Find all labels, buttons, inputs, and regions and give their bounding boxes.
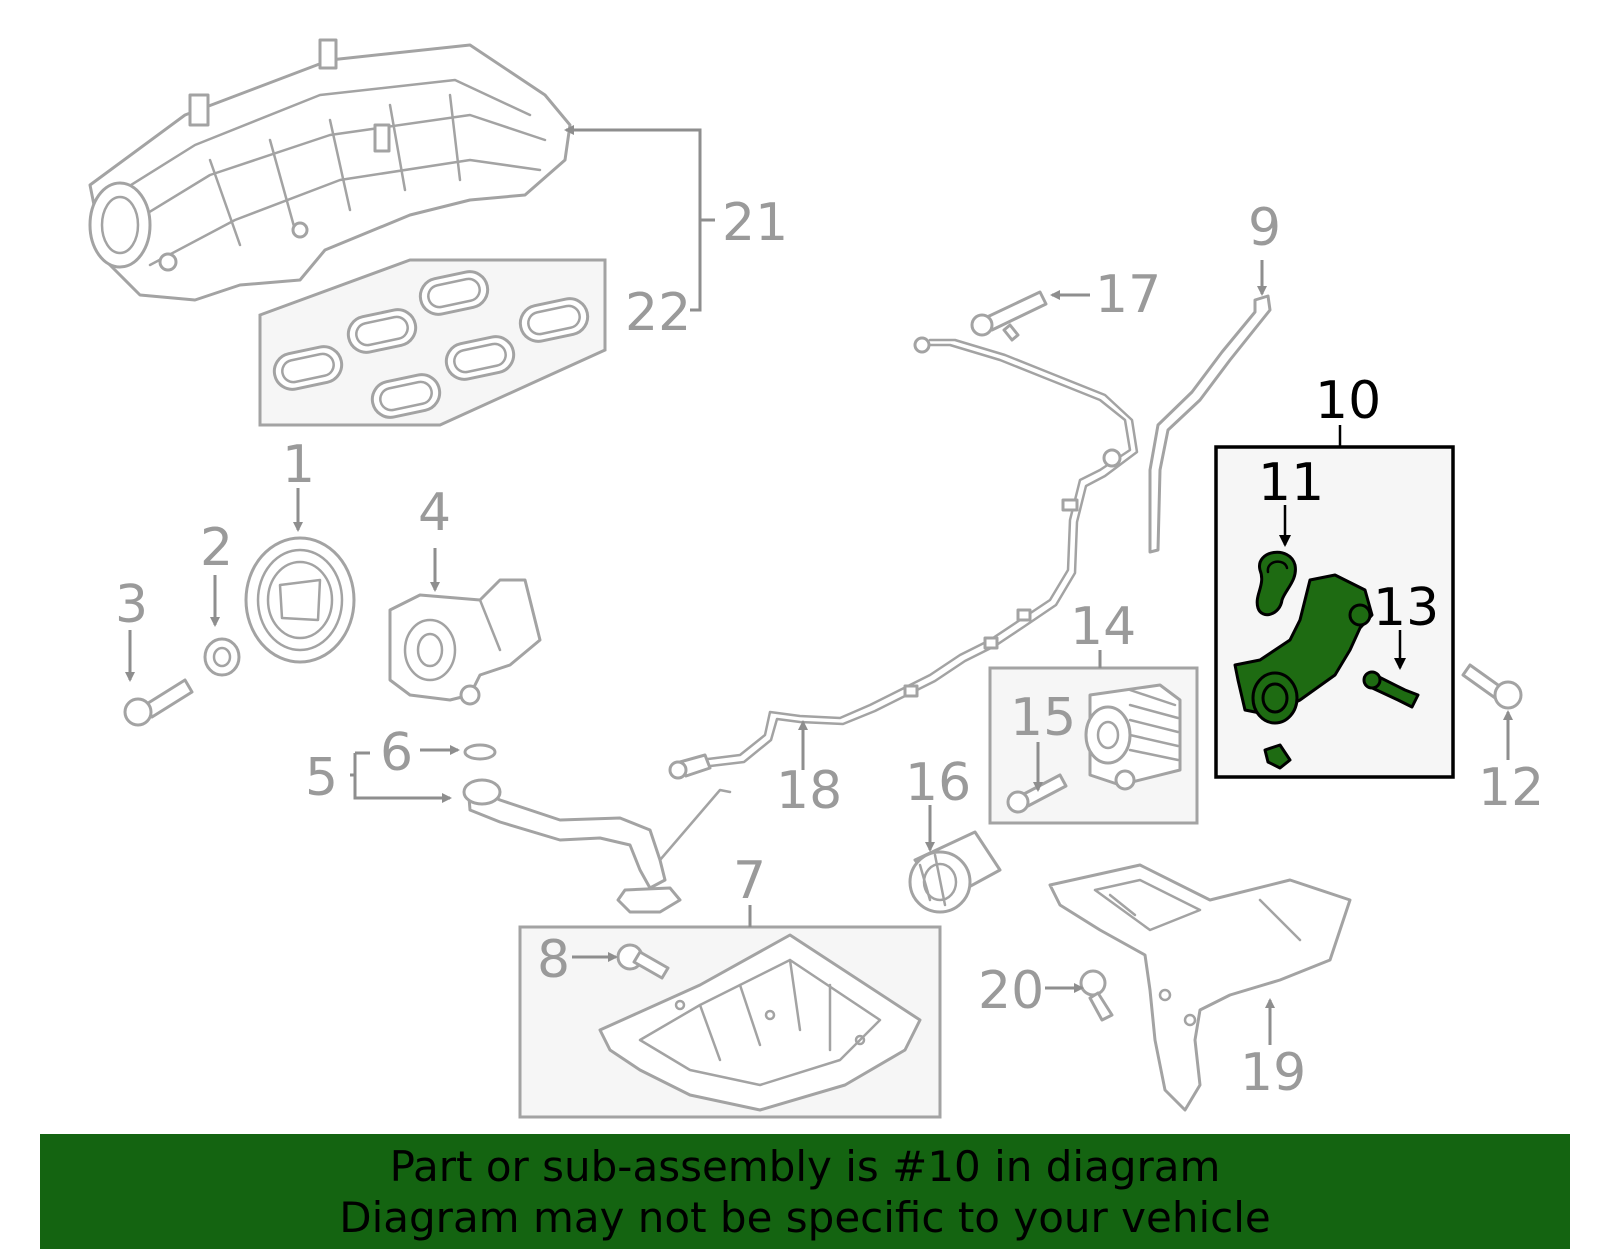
sensor-wiring-harness	[668, 336, 1139, 780]
callout-3: 3	[115, 575, 148, 635]
oil-pan-bolt	[616, 943, 670, 980]
intake-gasket-set	[258, 258, 607, 427]
washer	[203, 637, 241, 677]
info-banner: Part or sub-assembly is #10 in diagram D…	[40, 1134, 1570, 1249]
callout-13: 13	[1373, 578, 1439, 638]
callout-14: 14	[1070, 597, 1136, 657]
oil-level-sensor	[970, 290, 1048, 342]
callout-11: 11	[1258, 453, 1324, 513]
intake-manifold	[88, 38, 572, 302]
callout-4: 4	[418, 483, 451, 543]
callout-1: 1	[282, 435, 315, 495]
callout-12: 12	[1478, 758, 1544, 818]
callout-7: 7	[733, 851, 766, 911]
oil-pump	[388, 578, 542, 706]
callout-15: 15	[1010, 688, 1076, 748]
shield-bolt	[1079, 969, 1114, 1022]
callout-16: 16	[905, 753, 971, 813]
banner-line-2: Diagram may not be specific to your vehi…	[339, 1192, 1271, 1242]
callout-21: 21	[722, 193, 788, 253]
callout-9: 9	[1248, 198, 1281, 258]
adapter-gasket	[1255, 550, 1297, 617]
leader-5	[350, 753, 452, 803]
callout-20: 20	[978, 961, 1044, 1021]
banner-line-1: Part or sub-assembly is #10 in diagram	[389, 1141, 1221, 1191]
leader-21	[564, 125, 715, 222]
oil-filter-adapter	[1233, 573, 1374, 770]
callout-5: 5	[305, 748, 338, 808]
callout-18: 18	[776, 761, 842, 821]
dipstick-tube	[1148, 294, 1272, 554]
callout-8: 8	[537, 930, 570, 990]
pulley-bolt	[123, 678, 194, 727]
oil-cooler	[1084, 683, 1182, 791]
crankshaft-pulley	[244, 536, 356, 664]
cooler-bolt	[1006, 773, 1068, 814]
oil-pressure-sensor	[1362, 670, 1420, 709]
callout-17: 17	[1095, 265, 1161, 325]
callout-10: 10	[1315, 371, 1381, 431]
callout-2: 2	[200, 518, 233, 578]
callout-22: 22	[625, 283, 691, 343]
oil-pan-shield	[1048, 863, 1352, 1112]
oil-pan	[598, 933, 922, 1112]
callout-19: 19	[1240, 1043, 1306, 1103]
callout-6: 6	[380, 723, 413, 783]
oil-pickup-tube	[462, 778, 732, 914]
adapter-bolt	[1461, 663, 1523, 710]
o-ring	[463, 743, 497, 761]
oil-filter	[908, 830, 1002, 914]
